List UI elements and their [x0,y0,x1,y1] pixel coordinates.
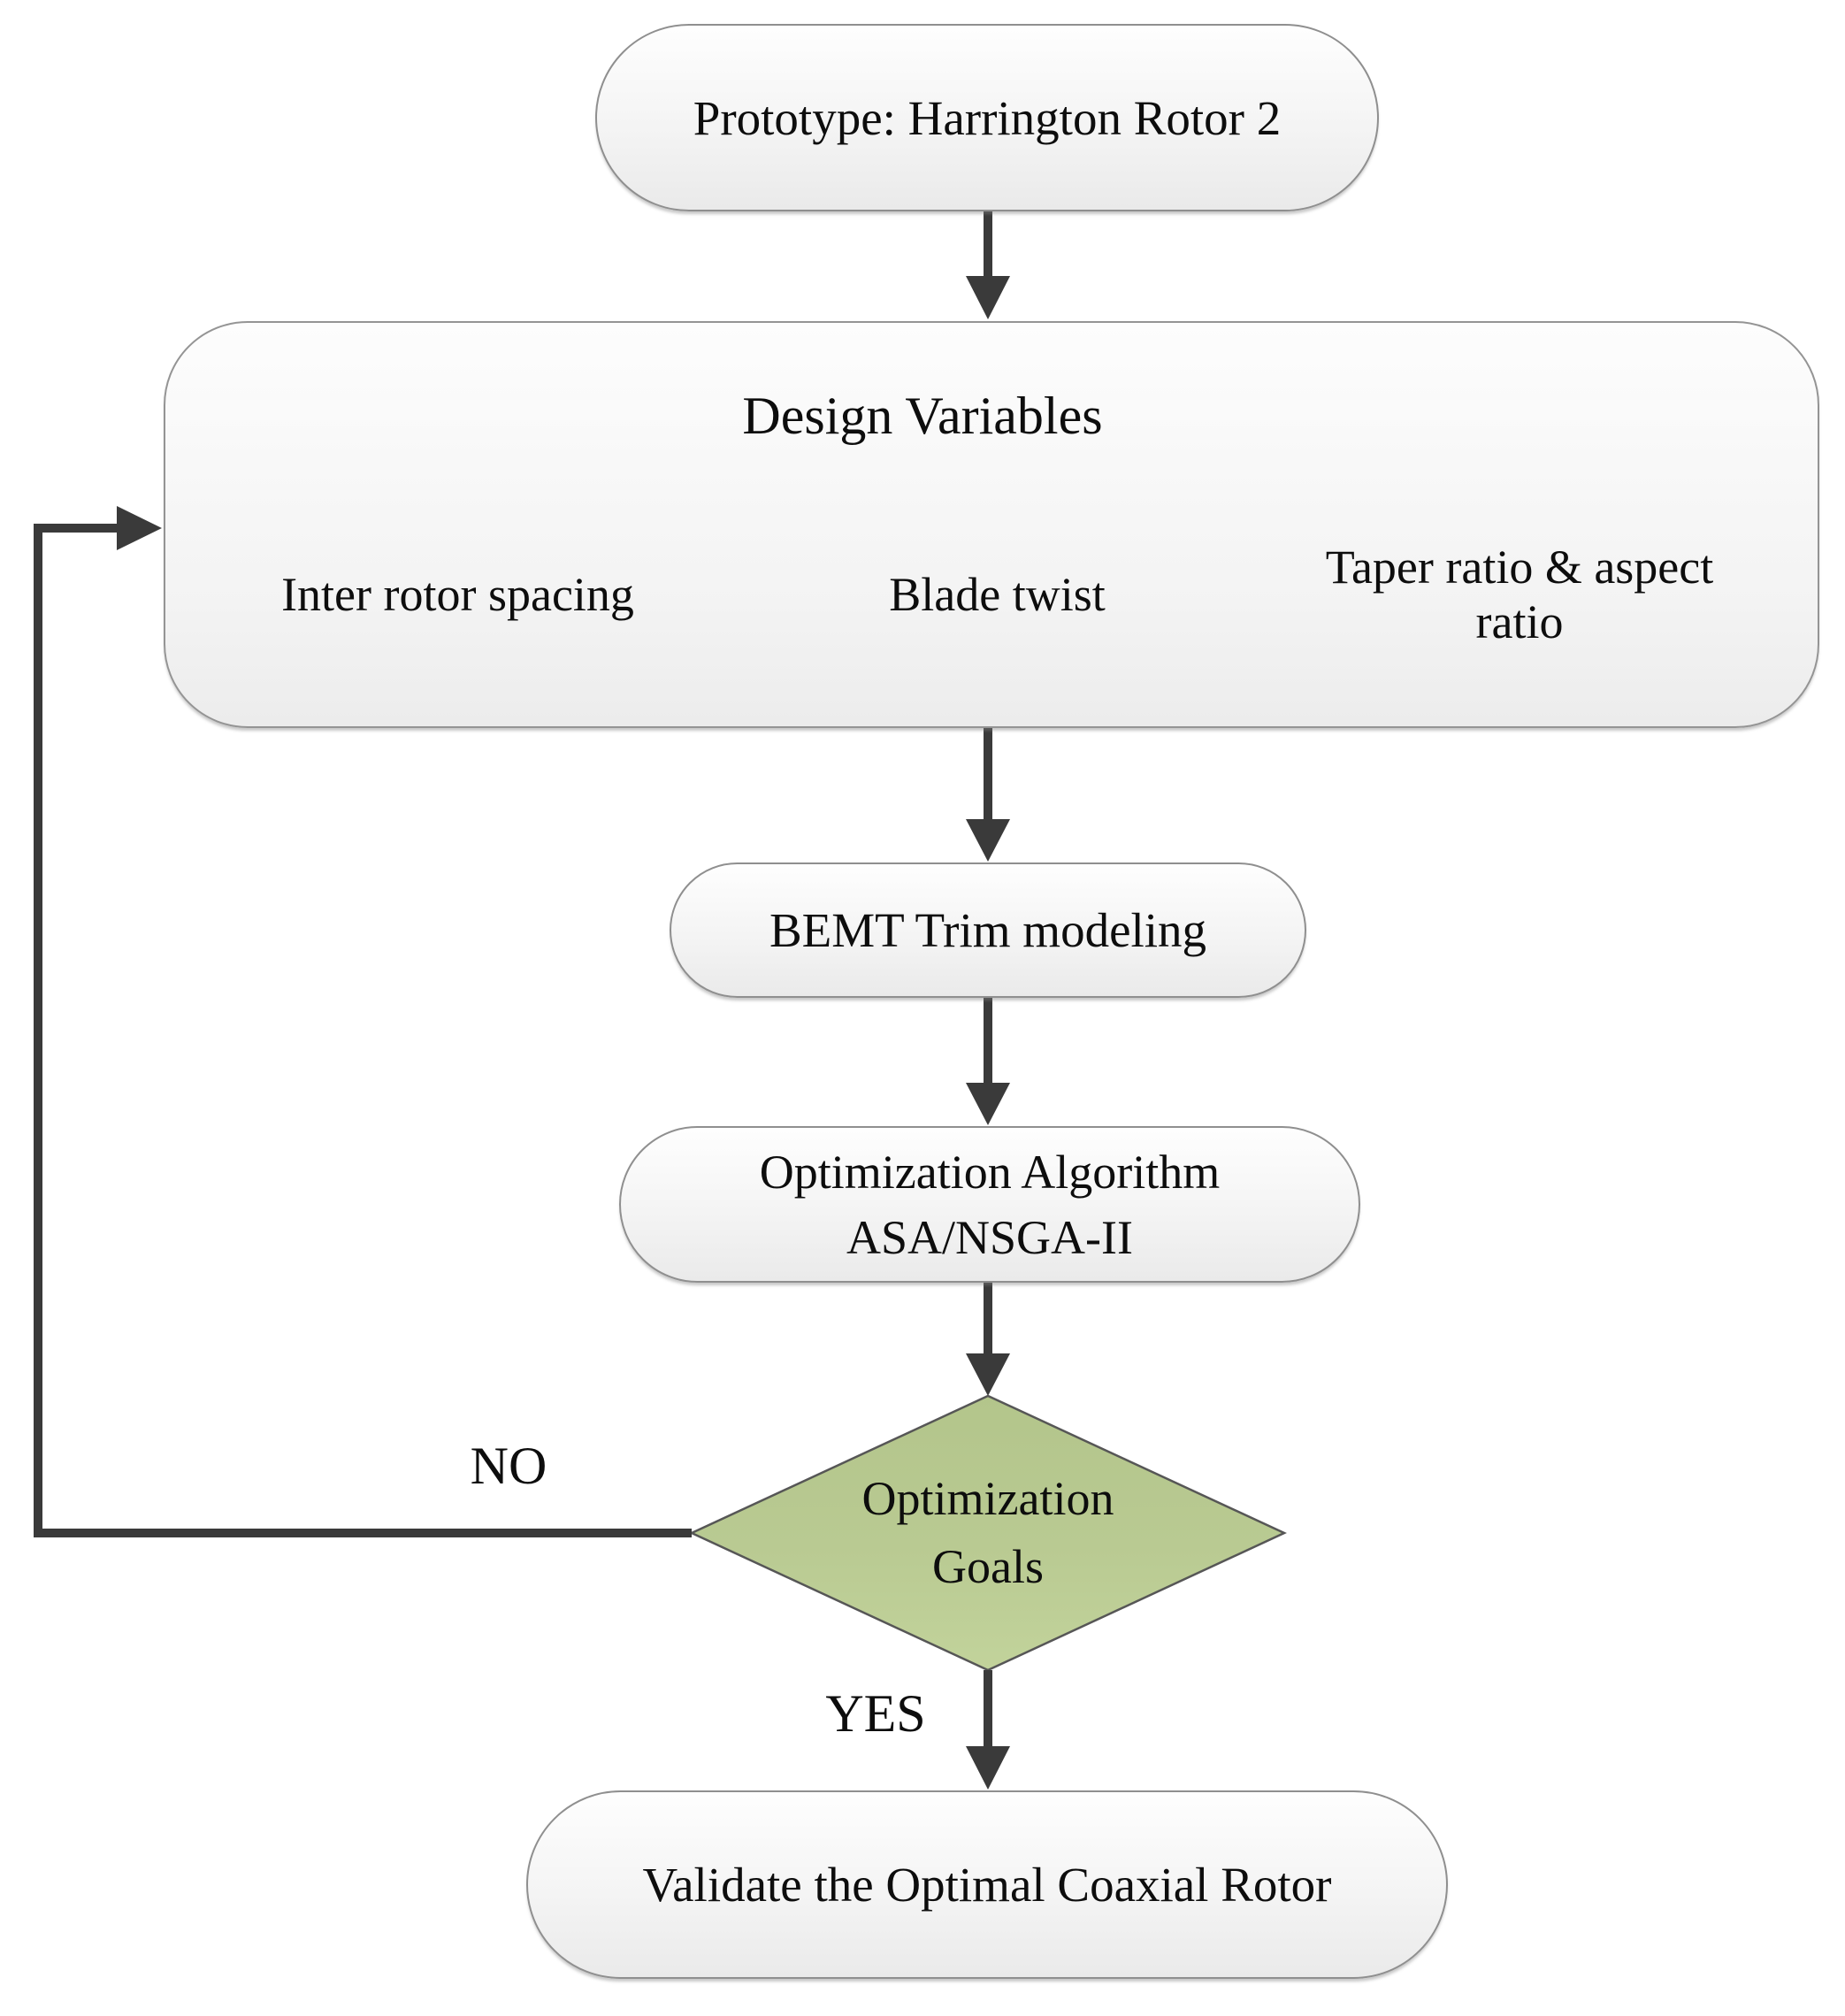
arrow-bemt-to-optimizer-head [966,1083,1010,1125]
edge-label-no: NO [470,1437,547,1495]
node-prototype: Prototype: Harrington Rotor 2 [595,24,1379,211]
design-variables-title: Design Variables [742,387,1103,445]
arrow-optimizer-to-decision-head [966,1353,1010,1396]
node-validate-label: Validate the Optimal Coaxial Rotor [642,1858,1332,1912]
edge-label-yes: YES [825,1684,926,1743]
node-validate: Validate the Optimal Coaxial Rotor [526,1790,1448,1979]
node-optimization-algorithm-line2: ASA/NSGA-II [846,1210,1133,1264]
node-optimization-algorithm: Optimization Algorithm ASA/NSGA-II [619,1126,1360,1283]
node-optimization-algorithm-line1: Optimization Algorithm [759,1145,1221,1199]
node-bemt-trim-label: BEMT Trim modeling [769,903,1207,957]
node-decision-line2: Goals [932,1540,1044,1593]
arrow-yes-to-validate-head [966,1746,1010,1790]
node-design-variables [164,321,1819,728]
no-feedback-arrowhead [117,506,162,550]
node-prototype-label: Prototype: Harrington Rotor 2 [693,90,1282,145]
no-feedback-line [34,524,692,1537]
node-taper-aspect-label: Taper ratio & aspect ratio [1325,540,1714,648]
node-bemt-trim: BEMT Trim modeling [670,862,1306,998]
node-blade-twist-label: Blade twist [889,568,1106,621]
node-decision-line1: Optimization [861,1472,1114,1525]
node-decision-label: Optimization Goals [780,1462,1196,1604]
node-inter-rotor-spacing-label: Inter rotor spacing [281,568,634,621]
arrow-prototype-to-design-head [966,276,1010,319]
arrow-design-to-bemt-head [966,819,1010,862]
